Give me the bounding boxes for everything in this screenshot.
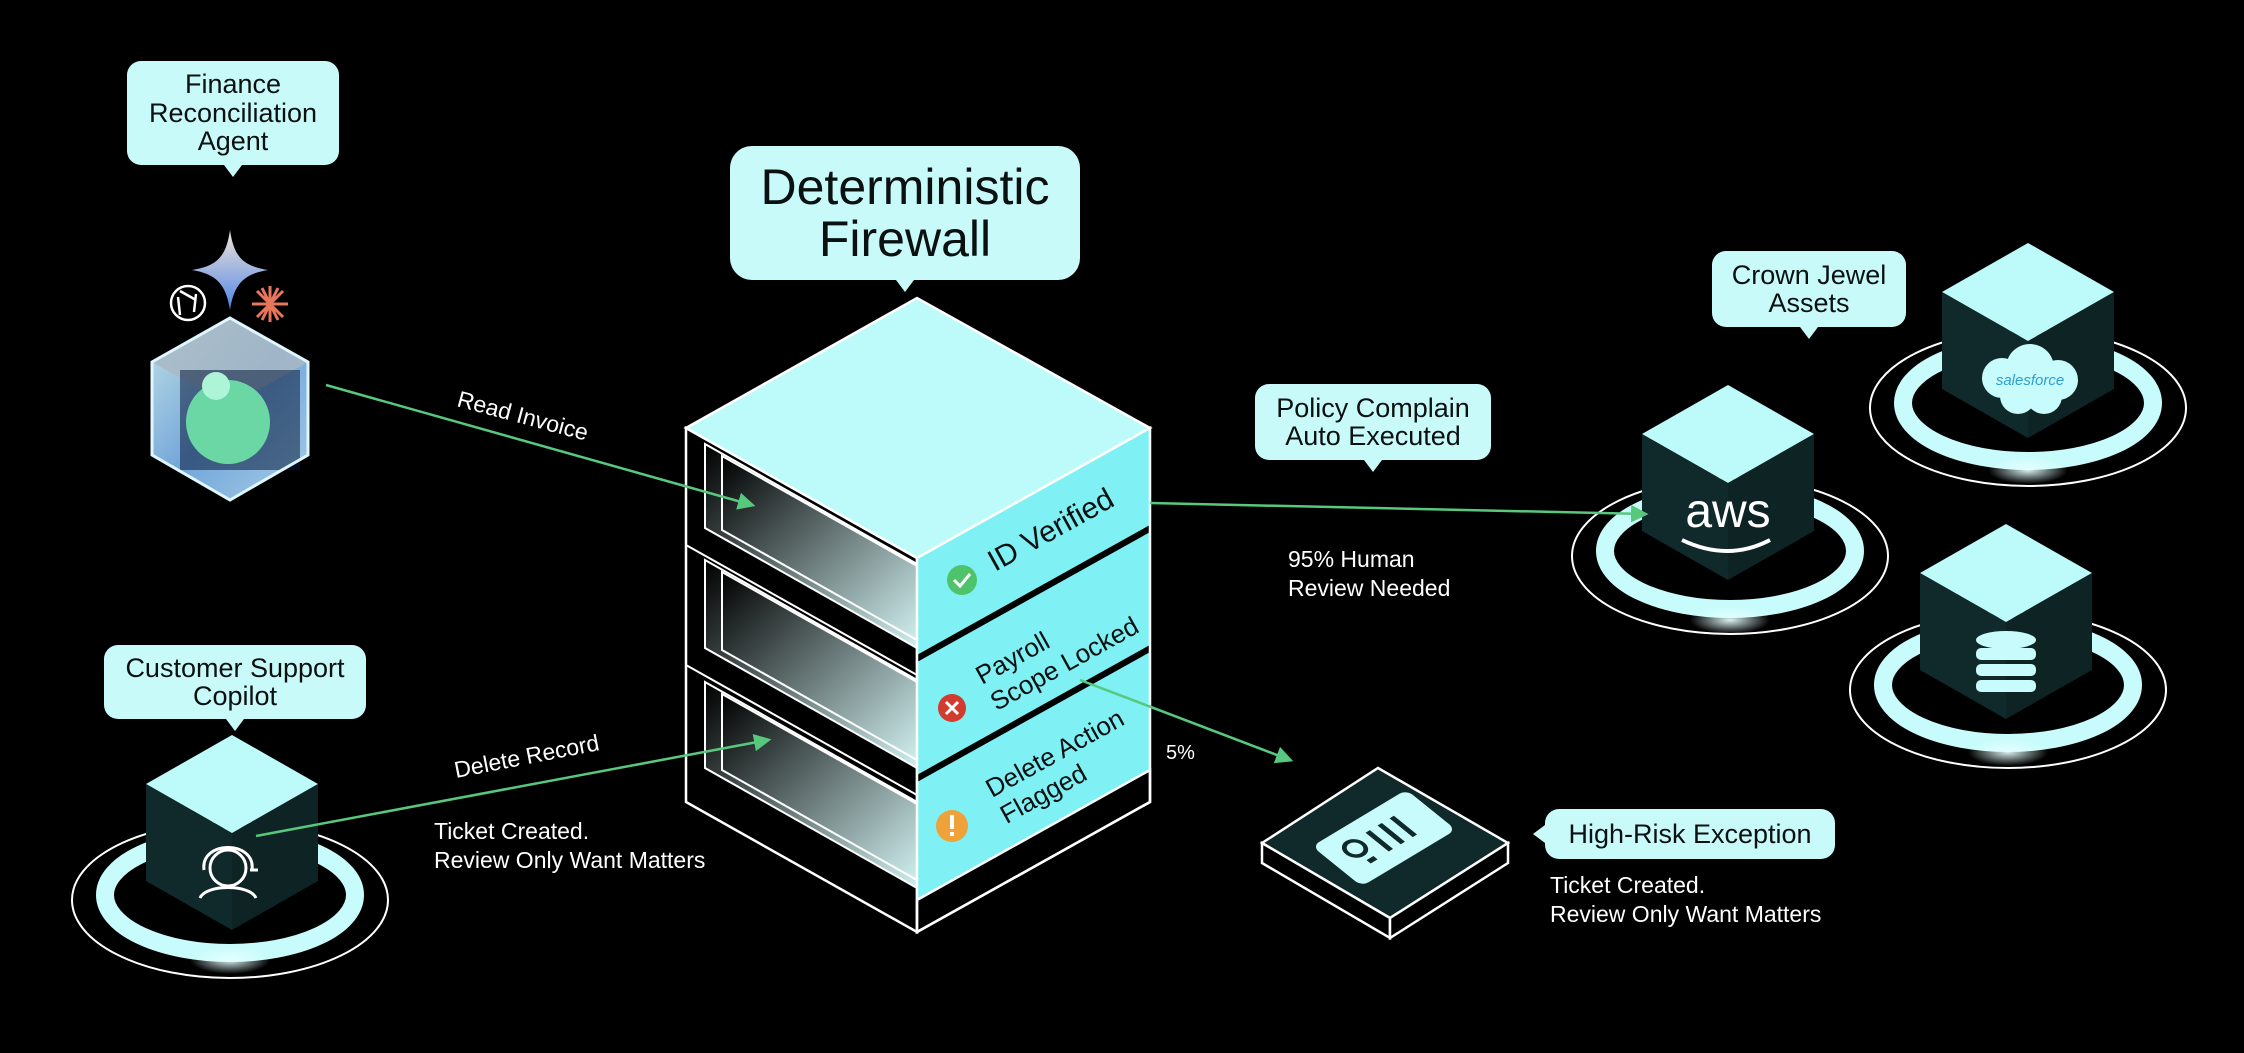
read-invoice-arrow: [325, 383, 756, 510]
finance-agent-line3: Agent: [197, 126, 269, 157]
finance-agent-line2: Reconciliation: [148, 97, 318, 128]
policy-line1: Policy Complain: [1276, 392, 1470, 423]
finance-agent-cube: [150, 316, 310, 502]
support-ticket-line2: Review Only Want Matters: [434, 846, 706, 873]
firewall-title: Deterministic Firewall: [730, 146, 1080, 292]
salesforce-cloud-icon: [1982, 344, 2078, 414]
delete-record-arrow: [255, 733, 772, 838]
exception-arrow: [1079, 678, 1294, 764]
exception-ticket: [1259, 766, 1511, 941]
support-ticket-line1: Ticket Created.: [434, 818, 590, 844]
sparkle-icon: [192, 230, 268, 310]
exception-ticket-line1: Ticket Created.: [1550, 872, 1706, 898]
human-review-line2: Review Needed: [1288, 574, 1451, 601]
salesforce-logo-text: salesforce: [1996, 372, 2064, 389]
firewall-title-tail: [896, 280, 914, 292]
aws-smile-icon: [1681, 538, 1771, 553]
high-risk-exception-callout: High-Risk Exception: [1533, 809, 1835, 859]
crown-jewel-line1: Crown Jewel: [1731, 259, 1887, 290]
finance-agent-line1: Finance: [184, 69, 282, 100]
aws-logo-text: aws: [1685, 485, 1770, 538]
firewall-title-line1: Deterministic: [760, 158, 1050, 215]
support-copilot-line1: Customer Support: [125, 652, 345, 683]
anthropic-asterisk-icon: [252, 286, 288, 322]
high-risk-exception-tail: [1533, 825, 1545, 843]
exception-ticket-note: Ticket Created. Review Only Want Matters: [1550, 871, 1821, 929]
x-icon: [938, 694, 966, 722]
support-agent-icon: [198, 846, 258, 899]
auto-executed-arrow: [1149, 501, 1649, 523]
exception-ticket-line2: Review Only Want Matters: [1550, 900, 1822, 927]
finance-agent-callout: Finance Reconciliation Agent: [127, 61, 339, 177]
support-ticket-note: Ticket Created. Review Only Want Matters: [434, 817, 705, 875]
crown-jewel-tail: [1800, 327, 1818, 339]
firewall-title-line2: Firewall: [818, 211, 992, 267]
check-icon: [947, 565, 977, 595]
percent-5-label: 5%: [1166, 742, 1195, 764]
firewall-stack: [683, 296, 1153, 935]
aws-cube: [1642, 385, 1814, 580]
support-copilot-tail: [226, 719, 244, 731]
policy-tail: [1364, 460, 1382, 472]
read-invoice-label: Read Invoice: [455, 386, 591, 446]
finance-agent-tail: [224, 165, 242, 177]
support-copilot-callout: Customer Support Copilot: [104, 645, 366, 731]
openai-logo-icon: [169, 284, 207, 322]
human-review-line1: 95% Human: [1288, 546, 1415, 572]
high-risk-exception-label: High-Risk Exception: [1568, 818, 1812, 849]
exclamation-icon: [936, 810, 968, 842]
crown-jewel-line2: Assets: [1768, 288, 1850, 318]
support-copilot-line2: Copilot: [192, 681, 278, 711]
human-review-note: 95% Human Review Needed: [1288, 545, 1450, 603]
database-icon: [1976, 631, 2036, 692]
policy-callout: Policy Complain Auto Executed: [1255, 384, 1491, 472]
crown-jewel-callout: Crown Jewel Assets: [1712, 251, 1906, 339]
policy-line2: Auto Executed: [1285, 421, 1461, 451]
